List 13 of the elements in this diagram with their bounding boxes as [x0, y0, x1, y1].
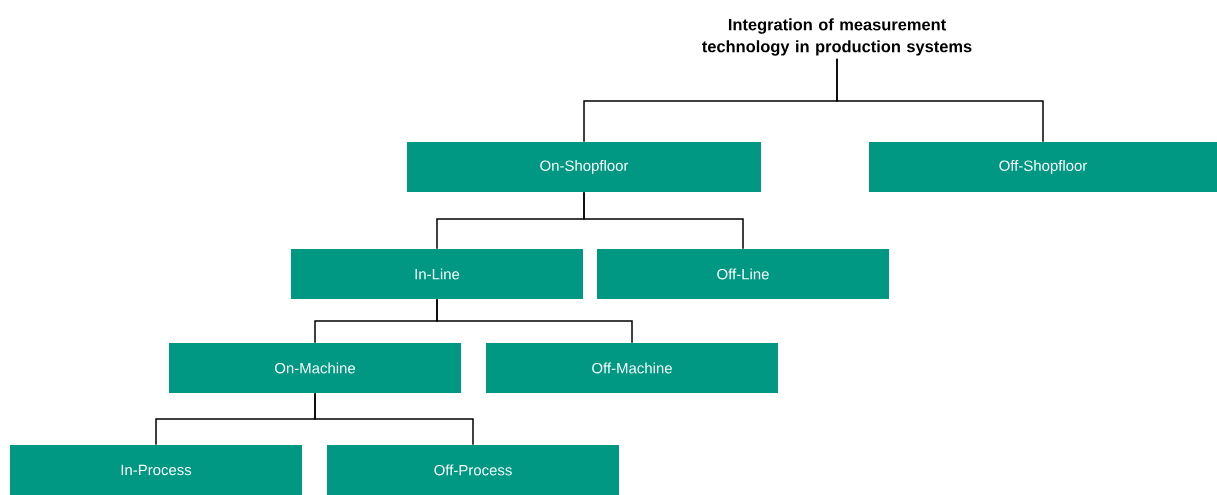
title: Integration of measurement technology in production systems — [702, 18, 972, 56]
category-box: On-Shopfloor — [407, 142, 761, 192]
category-box: Off-Shopfloor — [869, 142, 1217, 192]
connector — [583, 191, 744, 250]
connector — [314, 392, 474, 446]
category-box: On-Machine — [169, 343, 461, 393]
category-box: Off-Process — [327, 445, 619, 495]
connector — [836, 58, 1044, 143]
category-box: Off-Machine — [486, 343, 778, 393]
category-box: In-Process — [10, 445, 302, 495]
connector — [436, 298, 633, 344]
category-box: Off-Line — [597, 249, 889, 299]
category-box: In-Line — [291, 249, 583, 299]
